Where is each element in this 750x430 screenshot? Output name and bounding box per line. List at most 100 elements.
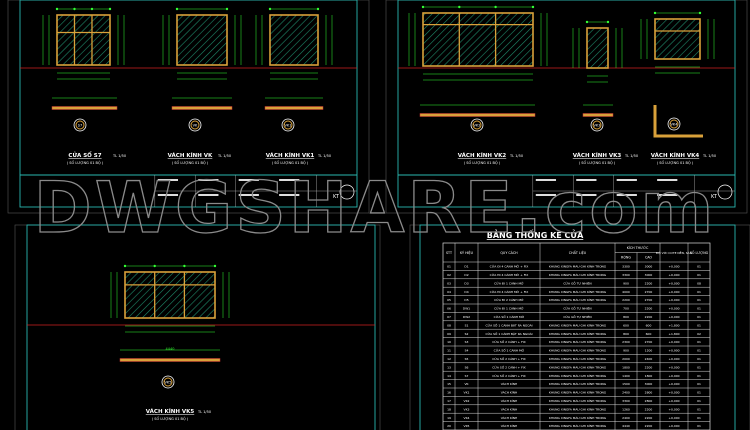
table-cell: 2000: [622, 357, 630, 361]
table-cell: 2200: [645, 416, 653, 420]
dimension-tick: [606, 20, 610, 24]
section-marker-inner: [75, 120, 85, 130]
table-cell: 01: [697, 290, 701, 294]
table-cell: 03: [447, 281, 451, 285]
table-cell: 11: [447, 349, 451, 353]
table-cell: 3000: [645, 265, 653, 269]
window-elevation[interactable]: [586, 27, 609, 69]
drawing-scale: TL 1/50: [112, 154, 126, 158]
drawing-subtitle: ( SỐ LƯỢNG 01 BỘ ): [464, 160, 501, 165]
table-cell: KHUNG XINGFA MÀU GHI KÍNH TRONG: [549, 348, 607, 353]
drawing-scale: TL 1/50: [197, 410, 211, 414]
window-elevation[interactable]: [654, 18, 701, 60]
section-marker-inner: [190, 120, 200, 130]
table-cell: +0,000: [668, 307, 679, 311]
table-cell: VÁCH KÍNH: [501, 423, 518, 428]
table-cell: CỬA ĐI 1 CÁNH MỞ: [494, 306, 524, 311]
table-cell: 900: [623, 349, 629, 353]
dimension-tick: [55, 7, 59, 11]
table-cell: +0,000: [668, 382, 679, 386]
section-marker-inner: [283, 120, 293, 130]
title-block-text: [657, 194, 678, 196]
drawing-scale: TL 1/50: [509, 154, 523, 158]
window-elevation[interactable]: [56, 14, 111, 66]
plan-section: [653, 105, 703, 138]
table-cell: 2200: [622, 298, 630, 302]
table-cell: KHUNG XINGFA MÀU GHI KÍNH TRONG: [549, 381, 607, 386]
table-cell: 19: [447, 416, 451, 420]
table-cell: 600: [623, 323, 629, 327]
table-cell: VK4: [464, 416, 470, 420]
dimension-tick: [123, 264, 127, 268]
table-cell: 4440: [622, 424, 630, 428]
sheet-number: KT: [333, 194, 340, 200]
window-elevation[interactable]: [422, 12, 534, 67]
table-cell: KHUNG XINGFA MÀU GHI KÍNH TRONG: [549, 356, 607, 361]
plan-section: [171, 106, 233, 110]
table-header-qty: SỐ LƯỢNG: [690, 250, 709, 255]
title-block-text: [657, 179, 678, 181]
dimension-tick: [531, 5, 535, 9]
table-header-spec: QUY CÁCH: [500, 250, 518, 255]
sheet-frame: [26, 224, 376, 430]
table-cell: +0,000: [668, 416, 679, 420]
table-cell: 600: [646, 323, 652, 327]
window-elevation[interactable]: [269, 14, 319, 66]
section-marker-label: VK3: [594, 123, 601, 127]
dimension-label: 4440: [166, 347, 175, 351]
table-cell: 3000: [645, 273, 653, 277]
table-cell: KHUNG XINGFA MÀU GHI KÍNH TRONG: [549, 264, 607, 269]
table-cell: KHUNG XINGFA MÀU GHI KÍNH TRONG: [549, 390, 607, 395]
table-cell: CỬA SỔ 1 CÁNH BẬT RA NGOÀI: [485, 331, 532, 336]
table-cell: 01: [697, 265, 701, 269]
drawing-title: VÁCH KÍNH VK4: [651, 151, 700, 159]
section-marker: [188, 118, 202, 132]
table-cell: VK2: [464, 399, 470, 403]
table-cell: +0,000: [668, 391, 679, 395]
table-cell: D4: [464, 290, 468, 294]
table-cell: CỬA GỖ TỰ NHIÊN: [563, 306, 591, 311]
dimension-tick: [108, 7, 112, 11]
table-cell: KHUNG XINGFA MÀU GHI KÍNH TRONG: [549, 364, 607, 369]
table-cell: 1200: [645, 349, 653, 353]
table-cell: CỬA ĐI 4 CÁNH MỞ + FIX: [490, 264, 529, 269]
section-marker-inner: [472, 120, 482, 130]
table-cell: S7: [465, 374, 469, 378]
table-cell: 2800: [645, 391, 653, 395]
title-block-text: [198, 179, 219, 181]
table-cell: 3000: [645, 382, 653, 386]
table-cell: 1400: [622, 374, 630, 378]
table-cell: CỬA GỖ TỰ NHIÊN: [563, 280, 591, 285]
dimension-tick: [153, 264, 156, 268]
drawing-subtitle: ( SỐ LƯỢNG 01 BỘ ): [152, 416, 189, 421]
table-cell: 2400: [645, 357, 653, 361]
table-cell: KHUNG XINGFA MÀU GHI KÍNH TRONG: [549, 289, 607, 294]
title-block-text: [535, 194, 557, 196]
sheet-outer-border: [7, 0, 370, 214]
window-elevation[interactable]: [176, 14, 228, 66]
table-cell: CỬA ĐI 1 CÁNH MỞ: [494, 280, 524, 285]
table-cell: KHUNG XINGFA MÀU GHI KÍNH TRONG: [549, 331, 607, 336]
window-elevation[interactable]: [124, 271, 216, 319]
